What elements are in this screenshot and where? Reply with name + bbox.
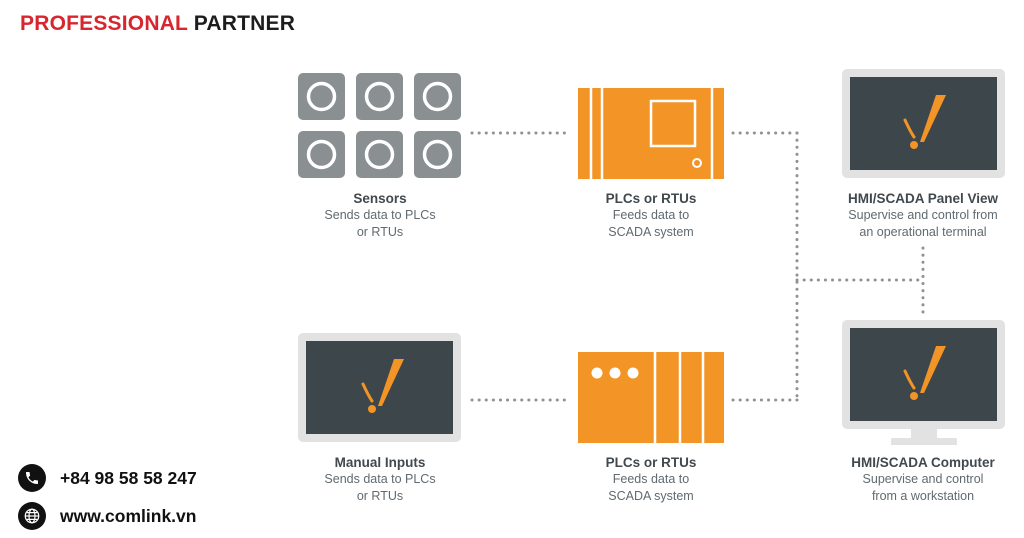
brand-title: PROFESSIONAL PARTNER — [20, 12, 295, 36]
contact-phone[interactable]: +84 98 58 58 247 — [18, 464, 197, 492]
plc-top-subtitle-line-2: SCADA system — [608, 225, 694, 239]
hmi-panel-subtitle-line-2: an operational terminal — [859, 225, 987, 239]
sensors-subtitle-line-2: or RTUs — [356, 225, 404, 239]
plc-bottom-subtitle-line-2: SCADA system — [608, 489, 694, 503]
sensors-caption: Sensors Sends data to PLCs or RTUs — [290, 190, 470, 241]
hmi-panel-caption: HMI/SCADA Panel View Supervise and contr… — [823, 190, 1023, 241]
sensors-icon — [298, 73, 461, 178]
plc-top-icon — [578, 88, 724, 179]
plc-bottom-icon — [578, 352, 724, 443]
hmi-computer-icon — [842, 320, 1005, 445]
hmi-computer-subtitle-line-2: from a workstation — [871, 489, 975, 503]
phone-number: +84 98 58 58 247 — [60, 467, 197, 488]
manual-inputs-subtitle-line-2: or RTUs — [356, 489, 404, 503]
hmi-panel-icon — [842, 69, 1005, 178]
hmi-computer-title: HMI/SCADA Computer — [851, 455, 995, 470]
hmi-computer-subtitle-line-1: Supervise and control — [862, 472, 984, 486]
hmi-computer-caption: HMI/SCADA Computer Supervise and control… — [823, 454, 1023, 505]
hmi-panel-subtitle: Supervise and control from an operationa… — [823, 207, 1023, 241]
brand-word-partner: PARTNER — [193, 12, 296, 35]
plc-top-subtitle-line-1: Feeds data to — [612, 208, 690, 222]
website-url: www.comlink.vn — [60, 505, 197, 526]
sensors-title: Sensors — [353, 191, 407, 206]
phone-icon — [18, 464, 46, 492]
plc-top-title: PLCs or RTUs — [605, 191, 697, 206]
plc-top-subtitle: Feeds data to SCADA system — [561, 207, 741, 241]
hmi-panel-title: HMI/SCADA Panel View — [847, 191, 999, 206]
manual-inputs-subtitle-line-1: Sends data to PLCs — [324, 472, 436, 486]
contact-website[interactable]: www.comlink.vn — [18, 502, 196, 530]
brand-word-professional: PROFESSIONAL — [20, 12, 188, 35]
hmi-panel-subtitle-line-1: Supervise and control from — [848, 208, 998, 222]
plc-bottom-subtitle: Feeds data to SCADA system — [561, 471, 741, 505]
hmi-computer-subtitle: Supervise and control from a workstation — [823, 471, 1023, 505]
sensors-subtitle: Sends data to PLCs or RTUs — [290, 207, 470, 241]
globe-icon — [18, 502, 46, 530]
plc-bottom-title: PLCs or RTUs — [605, 455, 697, 470]
manual-inputs-caption: Manual Inputs Sends data to PLCs or RTUs — [290, 454, 470, 505]
manual-inputs-title: Manual Inputs — [334, 455, 426, 470]
plc-bottom-caption: PLCs or RTUs Feeds data to SCADA system — [561, 454, 741, 505]
plc-top-caption: PLCs or RTUs Feeds data to SCADA system — [561, 190, 741, 241]
manual-inputs-subtitle: Sends data to PLCs or RTUs — [290, 471, 470, 505]
sensors-subtitle-line-1: Sends data to PLCs — [324, 208, 436, 222]
manual-inputs-icon — [298, 333, 461, 442]
plc-bottom-subtitle-line-1: Feeds data to — [612, 472, 690, 486]
